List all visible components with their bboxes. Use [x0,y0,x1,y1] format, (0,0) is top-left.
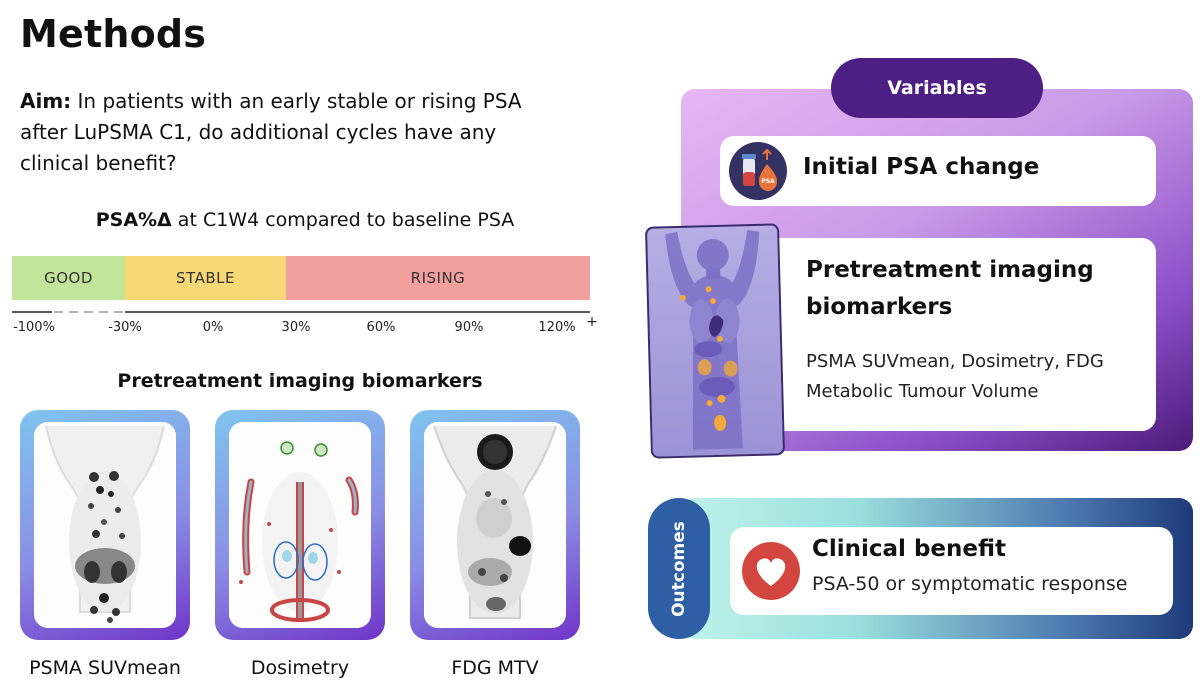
outcomes-pill: Outcomes [648,498,710,639]
heart-icon [742,542,800,600]
tick-label: 90% [454,320,484,335]
dosimetry-scan-card [215,410,385,640]
clinical-benefit-desc: PSA-50 or symptomatic response [812,573,1128,595]
page-title: Methods [20,12,207,56]
dosimetry-scan-image [229,422,371,628]
psa-scale-title-bold: PSA%Δ [95,209,172,231]
psa-scale-title-rest: at C1W4 compared to baseline PSA [171,209,515,231]
psa-scale-title: PSA%Δ at C1W4 compared to baseline PSA [0,209,610,231]
dosimetry-scan-label: Dosimetry [250,657,350,679]
fdg-scan-label: FDG MTV [451,657,539,679]
imaging-biomarkers-card: Pretreatment imaging biomarkers PSMA SUV… [756,238,1156,431]
psa-icon-text: PSA [761,178,775,185]
psa-axis: -100% -30% 0% 30% 60% 90% 120% + [12,308,598,338]
clinical-benefit-card: Clinical benefit PSA-50 or symptomatic r… [730,527,1173,615]
tick-label: 30% [281,320,311,335]
segment-good: GOOD [12,256,125,300]
psma-scan-card [20,410,190,640]
psa-scale-bar: GOOD STABLE RISING [12,256,590,300]
psa-change-label: Initial PSA change [803,154,1040,180]
outcomes-pill-label: Outcomes [669,520,689,617]
imaging-biomarkers-desc: PSMA SUVmean, Dosimetry, FDG Metabolic T… [806,351,1104,402]
aim-label: Aim: [20,89,72,113]
psa-axis-line [12,311,590,313]
segment-stable: STABLE [125,256,286,300]
biomarkers-title: Pretreatment imaging biomarkers [117,370,483,392]
body-anatomy-icon [644,223,786,459]
psma-scan-image [34,422,176,628]
variables-pill: Variables [831,58,1043,118]
tick-label: -30% [108,320,142,335]
psa-tube-icon: PSA [729,142,787,200]
tick-label: 60% [366,320,396,335]
tick-plus: + [586,314,598,330]
tick-label: 0% [202,320,224,335]
aim-text: Aim: In patients with an early stable or… [20,86,560,179]
fdg-scan-image [424,422,566,628]
psa-change-card: PSA Initial PSA change [720,136,1156,206]
tick-label: 120% [538,320,576,335]
aim-question: In patients with an early stable or risi… [20,89,522,175]
imaging-biomarkers-title: Pretreatment imaging biomarkers [806,257,1094,320]
fdg-scan-card [410,410,580,640]
psma-scan-label: PSMA SUVmean [29,657,181,679]
tick-label: -100% [13,320,55,335]
clinical-benefit-title: Clinical benefit [812,536,1007,562]
segment-rising: RISING [286,256,590,300]
